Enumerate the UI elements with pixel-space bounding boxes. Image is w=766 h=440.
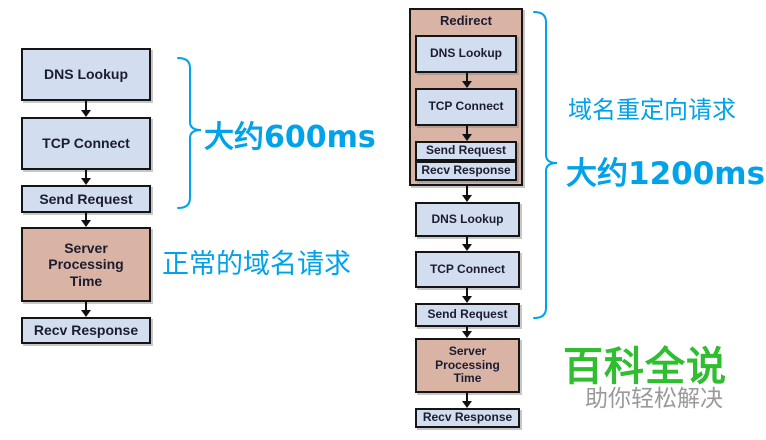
redirect-step-recv-response: Recv Response bbox=[415, 161, 517, 181]
arrow-down-icon bbox=[81, 101, 91, 117]
left-flow-step-recv-response: Recv Response bbox=[21, 317, 151, 344]
arrow-down-icon bbox=[81, 302, 91, 317]
curly-brace-right-flow bbox=[533, 11, 558, 319]
arrow-down-icon bbox=[81, 170, 91, 185]
right-flow-step-server-processing-time: Server Processing Time bbox=[415, 338, 520, 393]
right-flow-caption: 域名重定向请求 bbox=[568, 96, 736, 124]
left-flow-caption: 正常的域名请求 bbox=[162, 249, 351, 280]
left-flow-step-tcp-connect: TCP Connect bbox=[21, 117, 151, 170]
left-flow-duration-label: 大约600ms bbox=[204, 120, 376, 155]
redirect-step-dns-lookup: DNS Lookup bbox=[415, 35, 517, 73]
brand-logo-text: 百科全说 bbox=[563, 344, 727, 390]
right-flow-step-dns-lookup: DNS Lookup bbox=[415, 202, 520, 237]
arrow-down-icon bbox=[462, 237, 472, 251]
arrow-down-icon bbox=[462, 126, 472, 141]
arrow-down-icon bbox=[462, 393, 472, 408]
arrow-down-icon bbox=[462, 186, 472, 202]
brand-tagline: 助你轻松解决 bbox=[585, 386, 723, 412]
left-flow-step-send-request: Send Request bbox=[21, 185, 151, 213]
redirect-group-title: Redirect bbox=[439, 13, 493, 28]
right-flow-step-tcp-connect: TCP Connect bbox=[415, 251, 520, 288]
left-flow-step-server-processing-time: Server Processing Time bbox=[21, 227, 151, 302]
arrow-down-icon bbox=[462, 327, 472, 338]
right-flow-step-send-request: Send Request bbox=[415, 303, 520, 327]
arrow-down-icon bbox=[462, 288, 472, 303]
left-flow-step-dns-lookup: DNS Lookup bbox=[21, 48, 151, 101]
curly-brace-left-flow bbox=[177, 57, 202, 209]
redirect-step-tcp-connect: TCP Connect bbox=[415, 88, 517, 126]
redirect-step-send-request: Send Request bbox=[415, 141, 517, 161]
arrow-down-icon bbox=[81, 213, 91, 227]
right-flow-duration-label: 大约1200ms bbox=[566, 156, 766, 192]
arrow-down-icon bbox=[462, 73, 472, 88]
right-flow-step-recv-response: Recv Response bbox=[415, 408, 520, 428]
